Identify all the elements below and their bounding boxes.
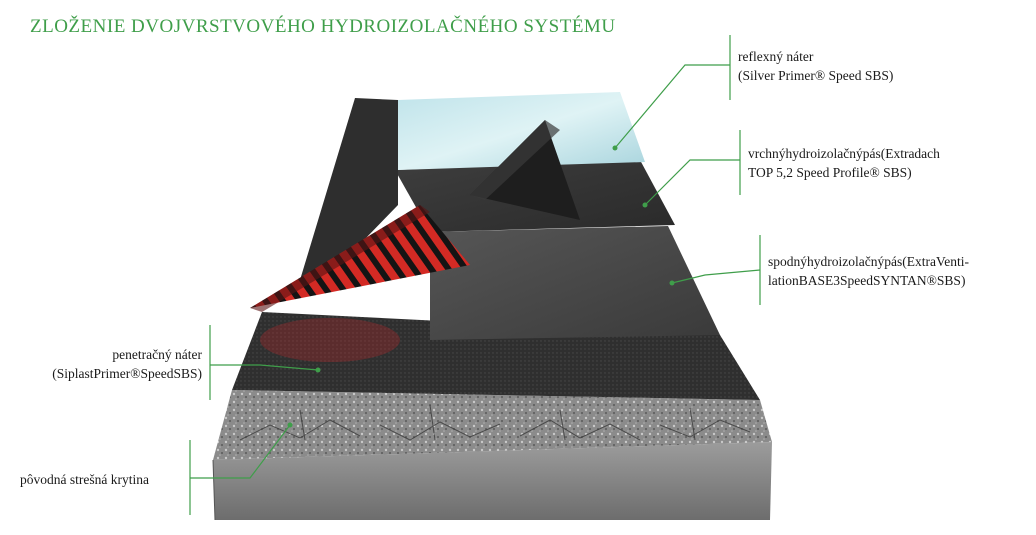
label-bottom-membrane: spodnýhydroizolačnýpás(ExtraVenti- latio… xyxy=(768,254,969,288)
label-original-roofing: pôvodná strešná krytina xyxy=(20,472,149,487)
top-membrane-strip xyxy=(300,98,398,280)
leader-bottom xyxy=(671,269,761,284)
leader-primer xyxy=(210,364,319,371)
original-roofing-layer xyxy=(213,390,772,460)
reflective-coating-layer xyxy=(398,92,645,170)
crack-lines xyxy=(239,404,751,441)
peeled-top-membrane xyxy=(470,120,580,220)
label-reflective-coating: reflexný náter (Silver Primer® Speed SBS… xyxy=(738,49,894,83)
leader-lines xyxy=(189,35,761,515)
leader-top xyxy=(644,159,740,206)
label-primer: penetračný náter (SiplastPrimer®SpeedSBS… xyxy=(52,347,202,381)
label-top-membrane: vrchnýhydroizolačnýpás(Extradach TOP 5,2… xyxy=(748,146,940,180)
primer-red-glow xyxy=(260,318,400,362)
leader-dots xyxy=(287,145,675,428)
concrete-front-face xyxy=(213,442,772,520)
bottom-membrane-layer xyxy=(430,226,720,340)
leader-reflective xyxy=(614,64,730,149)
diagram-title: ZLOŽENIE DVOJVRSTVOVÉHO HYDROIZOLAČNÉHO … xyxy=(30,16,616,37)
leader-original xyxy=(190,424,291,479)
